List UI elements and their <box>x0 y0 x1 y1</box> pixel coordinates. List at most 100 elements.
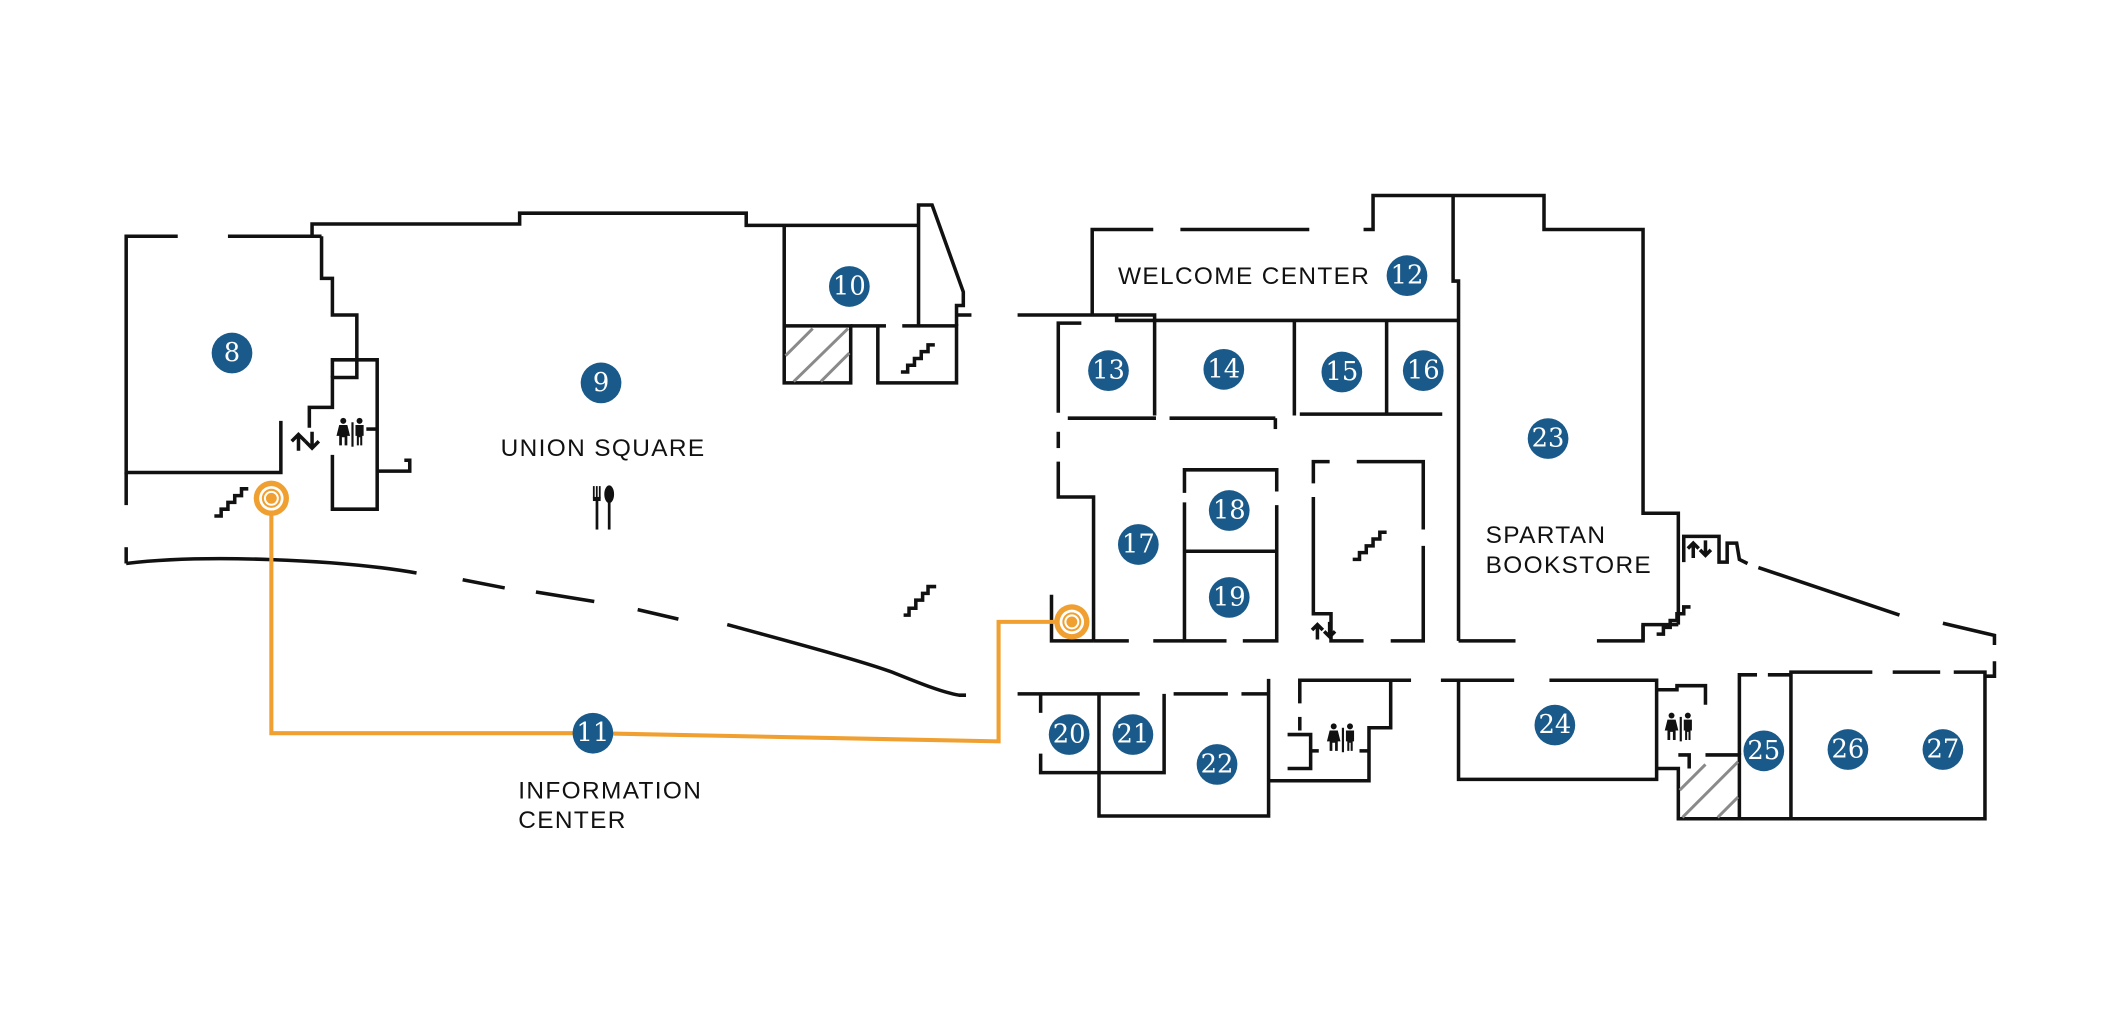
location-badge-17[interactable]: 17 <box>1117 524 1159 565</box>
svg-text:11: 11 <box>577 718 610 748</box>
svg-text:9: 9 <box>593 368 609 398</box>
wall-room-19-east <box>1242 505 1279 643</box>
wall-room-10 <box>782 225 853 385</box>
location-badges: 8 9 10 11 12 13 14 15 16 17 18 19 20 21 … <box>211 255 1964 785</box>
svg-text:13: 13 <box>1092 356 1125 386</box>
wall-south-dash-1 <box>462 578 506 590</box>
elevator-icon <box>290 431 321 451</box>
wall-room-10-east <box>916 203 966 326</box>
wall-rooms-26-27-top-3 <box>1739 670 1987 821</box>
location-badge-10[interactable]: 10 <box>828 266 870 307</box>
location-badge-27[interactable]: 27 <box>1922 729 1964 770</box>
wall-stairwell-4 <box>1311 496 1364 643</box>
walls-west-wing <box>124 203 972 697</box>
stairs-icon <box>903 584 937 617</box>
wall-restroom-22-3 <box>1287 732 1313 771</box>
location-badge-8[interactable]: 8 <box>211 332 253 374</box>
location-badge-15[interactable]: 15 <box>1321 351 1363 393</box>
wall-south-curve-2 <box>726 622 967 697</box>
wall-entry-line <box>1017 313 1459 323</box>
wall-ne-diagonal-1 <box>1757 565 1901 617</box>
svg-text:18: 18 <box>1213 496 1246 526</box>
restroom-icon <box>336 417 364 447</box>
label-spartan-bookstore-line1: SPARTAN <box>1486 522 1607 549</box>
location-badge-13[interactable]: 13 <box>1088 350 1129 392</box>
hatch-line <box>1716 795 1740 819</box>
location-badge-24[interactable]: 24 <box>1534 704 1576 746</box>
location-badge-18[interactable]: 18 <box>1208 490 1250 531</box>
stairs-icon <box>900 343 935 374</box>
wall-rooms-26-27 <box>1789 670 1873 819</box>
wall-room-20-2 <box>1038 693 1166 775</box>
elevator-icon <box>1310 621 1337 640</box>
hatch-line <box>819 351 851 383</box>
entrance-marker-east[interactable] <box>1054 604 1090 640</box>
hatched-area-25 <box>1678 760 1740 819</box>
wall-restroom-24-3 <box>1678 753 1691 769</box>
location-badge-16[interactable]: 16 <box>1402 350 1444 392</box>
hatch-line <box>1681 760 1740 819</box>
wall-entrance-box <box>1049 594 1094 643</box>
elevator-icon <box>1686 540 1713 559</box>
stairs-icon <box>214 487 249 518</box>
wall-room-13-west <box>1056 321 1082 413</box>
walls-south <box>1017 534 1997 821</box>
label-spartan-bookstore-line2: BOOKSTORE <box>1486 552 1652 579</box>
location-badge-14[interactable]: 14 <box>1203 348 1245 390</box>
svg-text:22: 22 <box>1201 749 1234 779</box>
hatch-line <box>784 327 814 357</box>
wall-east-stub <box>1984 661 1997 678</box>
wall-elevator-bookstore <box>1681 534 1749 566</box>
location-badge-20[interactable]: 20 <box>1048 714 1090 755</box>
walls-central <box>1017 193 1681 643</box>
wall-room-20-21 <box>1097 678 1271 818</box>
entrance-marker-west[interactable] <box>253 480 289 516</box>
wall-south-dash-3 <box>637 607 679 621</box>
svg-text:10: 10 <box>833 271 866 301</box>
restroom-icon <box>1326 723 1355 753</box>
wall-ne-diagonal-2 <box>1942 621 1997 645</box>
location-badge-12[interactable]: 12 <box>1386 255 1428 296</box>
svg-text:25: 25 <box>1747 736 1780 766</box>
location-badge-26[interactable]: 26 <box>1827 729 1869 770</box>
wall-room-18 <box>1182 468 1279 493</box>
dining-icon <box>592 485 615 530</box>
route-path <box>269 509 1059 744</box>
area-labels: UNION SQUARE WELCOME CENTER SPARTAN BOOK… <box>501 263 1652 834</box>
location-badge-9[interactable]: 9 <box>580 362 622 404</box>
wall-room-10-right <box>876 324 959 385</box>
location-badge-11[interactable]: 11 <box>572 712 614 754</box>
label-welcome-center: WELCOME CENTER <box>1118 263 1370 290</box>
hatched-area-10 <box>784 327 851 383</box>
location-badge-23[interactable]: 23 <box>1527 418 1569 459</box>
location-badge-25[interactable]: 25 <box>1743 730 1785 772</box>
location-badge-21[interactable]: 21 <box>1112 714 1154 755</box>
location-badge-22[interactable]: 22 <box>1196 744 1238 785</box>
stairs-icon <box>1352 530 1387 562</box>
wall-stairwell-2 <box>1356 459 1426 530</box>
svg-text:12: 12 <box>1391 261 1424 291</box>
stairs-icons <box>214 343 1691 636</box>
wall-restroom-8 <box>330 358 379 511</box>
hatch-line <box>792 327 850 383</box>
restroom-icon <box>1664 712 1692 742</box>
elevator-icons <box>290 431 1713 640</box>
label-information-center-line1: INFORMATION <box>518 777 702 804</box>
svg-text:26: 26 <box>1832 734 1865 764</box>
wall-stepped-east-of-8 <box>307 236 359 428</box>
label-information-center-line2: CENTER <box>518 807 627 834</box>
wall-restroom-8-hook <box>377 458 412 473</box>
wall-room-17-west-2 <box>1056 461 1096 641</box>
wall-welcome-east <box>1451 195 1461 641</box>
wall-room-8 <box>124 234 283 475</box>
svg-text:24: 24 <box>1538 710 1571 740</box>
wall-welcome-top <box>1090 227 1154 316</box>
wall-south-dash-2 <box>535 590 595 604</box>
location-badge-19[interactable]: 19 <box>1208 577 1250 618</box>
svg-text:19: 19 <box>1213 582 1246 612</box>
svg-text:20: 20 <box>1053 720 1086 750</box>
restroom-icons <box>336 417 1692 753</box>
label-union-square: UNION SQUARE <box>501 435 706 462</box>
wall-restroom-22 <box>1268 678 1393 783</box>
hatch-line <box>1678 763 1707 792</box>
